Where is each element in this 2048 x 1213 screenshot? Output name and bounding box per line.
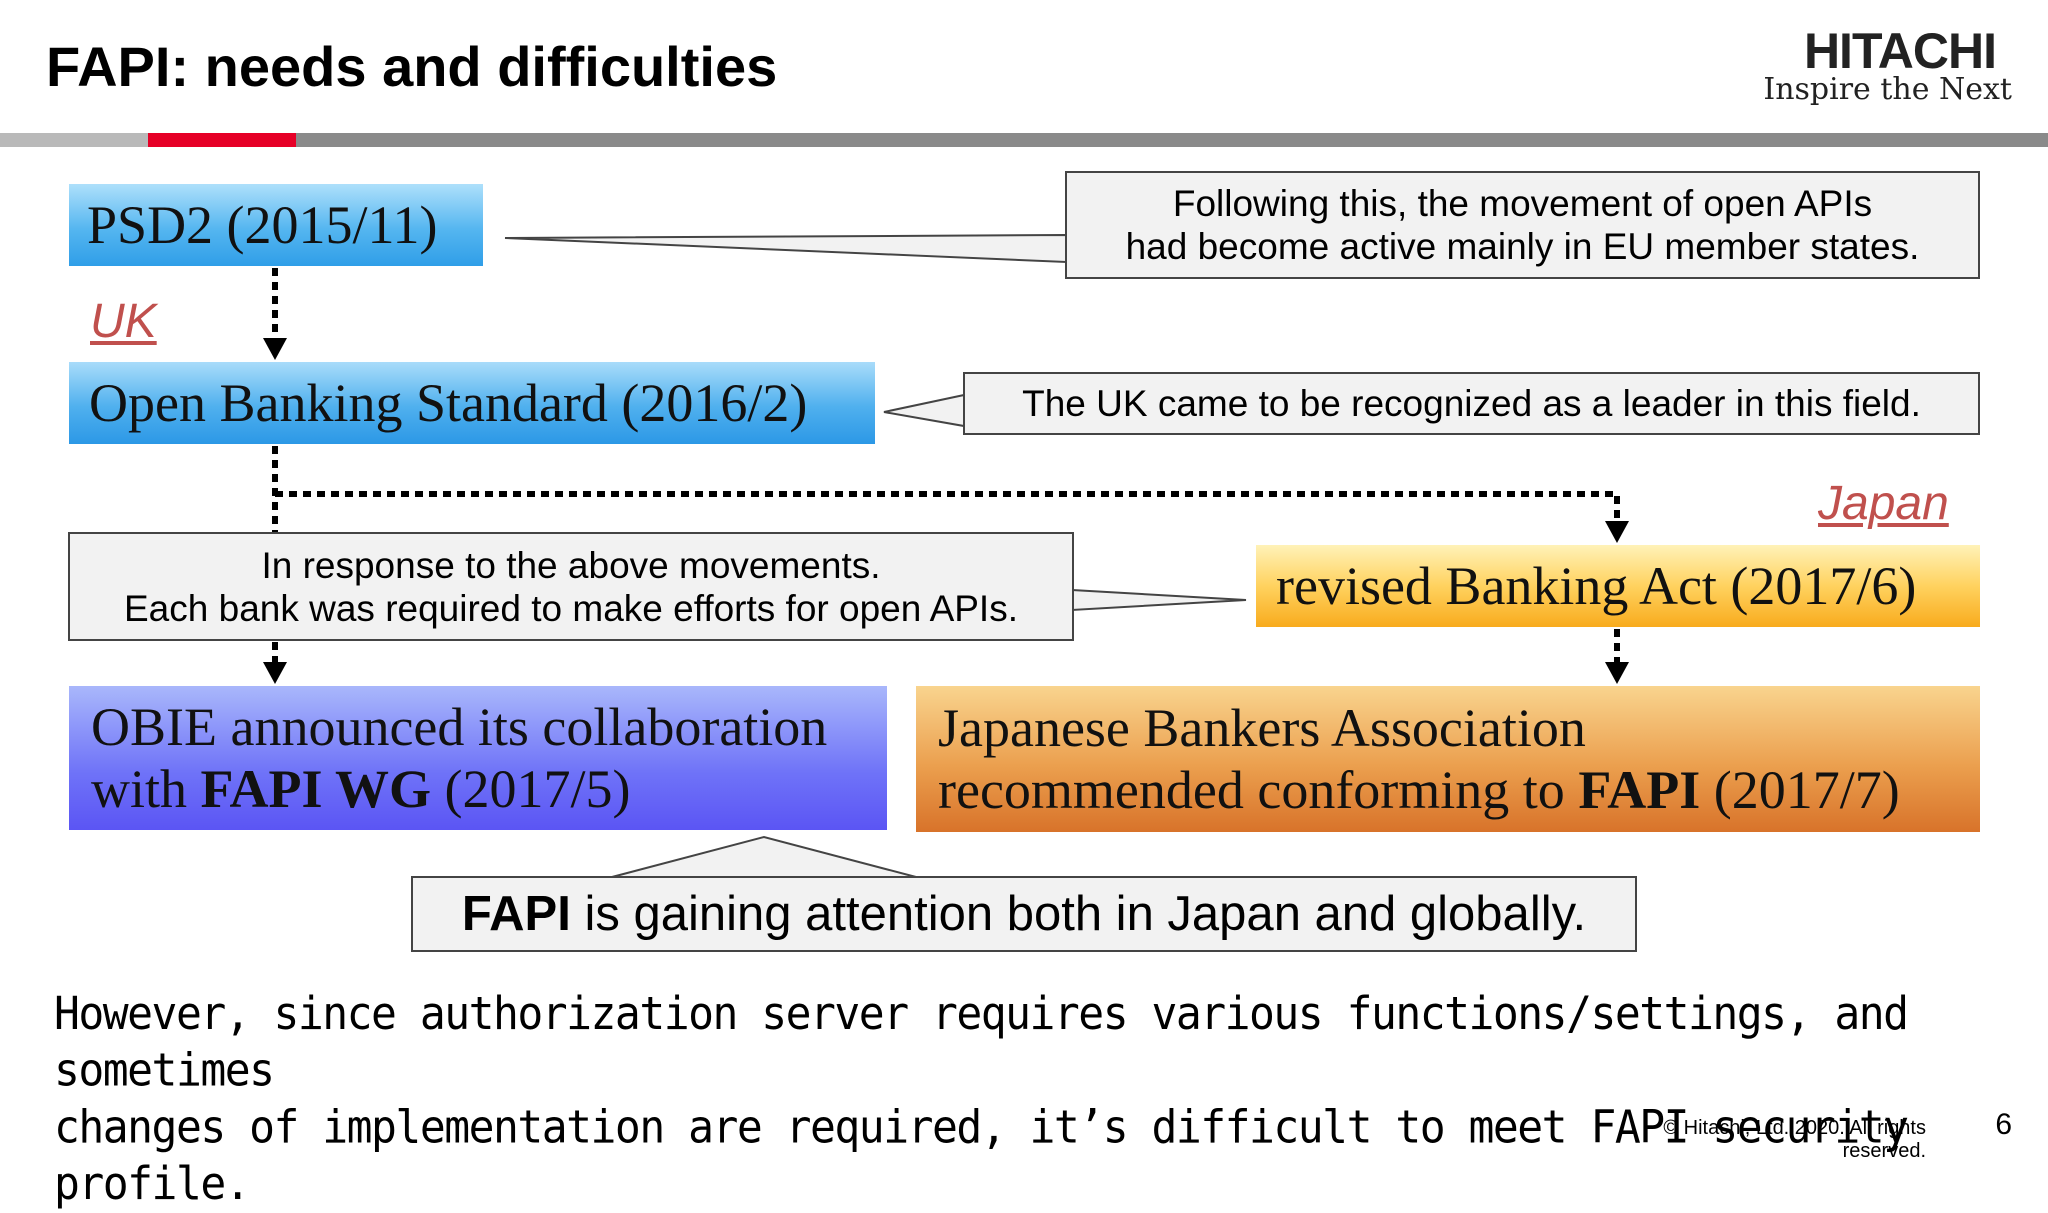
callout-fapi-attention: FAPI is gaining attention both in Japan … xyxy=(411,876,1637,952)
milestone-jba: Japanese Bankers Association recommended… xyxy=(916,686,1980,832)
copyright: © Hitachi, Ltd. 2020. All rights reserve… xyxy=(1663,1117,1926,1162)
milestone-obie: OBIE announced its collaboration with FA… xyxy=(69,686,887,830)
arrowhead-obie xyxy=(263,662,287,684)
callout-pointer-fapi xyxy=(611,835,917,878)
callout-eu: Following this, the movement of open API… xyxy=(1065,171,1980,279)
accent-bar-dark xyxy=(296,133,2048,147)
jba-line1: Japanese Bankers Association xyxy=(938,698,1586,758)
arrowhead-jba xyxy=(1605,662,1629,684)
milestone-psd2: PSD2 (2015/11) xyxy=(69,184,483,266)
arrow-obs-to-rba xyxy=(275,491,1620,524)
milestone-open-banking: Open Banking Standard (2016/2) xyxy=(69,362,875,444)
callout-pointer-uk xyxy=(883,393,965,428)
obie-line2: with FAPI WG (2017/5) xyxy=(91,759,631,819)
callout-pointer-eu xyxy=(504,233,1067,264)
page-number: 6 xyxy=(1995,1108,2012,1141)
accent-bar-gray xyxy=(0,133,148,147)
arrowhead-obs xyxy=(263,338,287,360)
hitachi-logo: HITACHI xyxy=(1803,23,1997,79)
summary-text: However, since authorization server requ… xyxy=(54,988,1909,1211)
obie-line1: OBIE announced its collaboration xyxy=(91,697,828,757)
arrowhead-rba xyxy=(1605,521,1629,543)
slide-title: FAPI: needs and difficulties xyxy=(46,35,778,98)
logo-tagline: Inspire the Next xyxy=(1763,72,2012,107)
callout-response: In response to the above movements. Each… xyxy=(68,532,1074,641)
connector-lines xyxy=(263,233,1629,878)
jba-line2: recommended conforming to FAPI (2017/7) xyxy=(938,760,1900,820)
region-label-uk: UK xyxy=(90,295,157,348)
callout-uk-leader: The UK came to be recognized as a leader… xyxy=(963,372,1980,435)
accent-bar-red xyxy=(148,133,296,147)
region-label-japan: Japan xyxy=(1818,477,1949,530)
callout-pointer-response xyxy=(1071,588,1247,612)
milestone-revised-banking-act: revised Banking Act (2017/6) xyxy=(1256,545,1980,627)
